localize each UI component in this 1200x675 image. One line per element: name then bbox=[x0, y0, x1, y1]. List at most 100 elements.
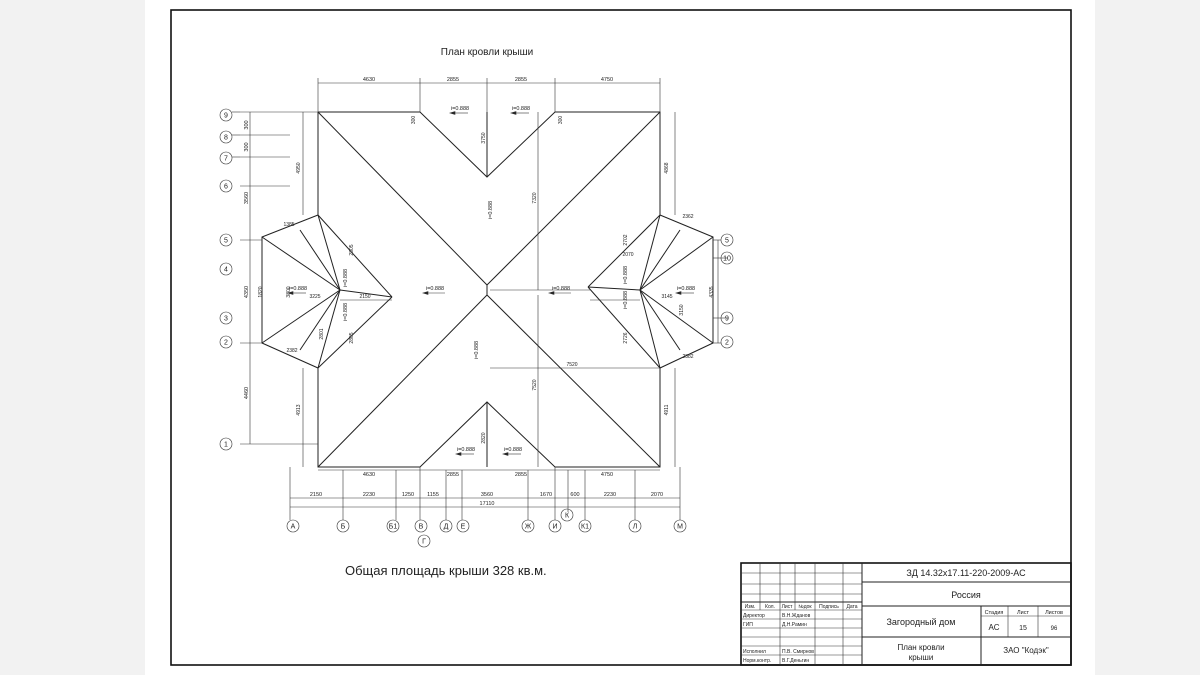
axis-label-bottom: Б bbox=[341, 524, 346, 531]
bottom-dim-upper: 4750 bbox=[601, 472, 613, 478]
axis-label-left: 1 bbox=[224, 442, 228, 449]
company-name: ЗАО "Кодэк" bbox=[1003, 646, 1049, 655]
top-dim: 4750 bbox=[601, 77, 613, 83]
axis-label-bottom: К1 bbox=[581, 524, 589, 531]
slope-label: i=0.888 bbox=[488, 201, 494, 219]
bottom-dimensions: 4630 2855 2855 4750 2150 2230 1250 1155 … bbox=[310, 472, 663, 507]
stage-value: АС bbox=[989, 623, 1000, 632]
inner-dim: 300 bbox=[558, 116, 564, 125]
axis-label-bottom: Б1 bbox=[389, 524, 398, 531]
slope-labels: i=0.888 i=0.888 i=0.888 i=0.888 i=0.888 … bbox=[289, 106, 695, 453]
inner-dim: 2150 bbox=[359, 294, 370, 300]
bottom-dim-upper: 4630 bbox=[363, 472, 375, 478]
role-label: Норм.контр. bbox=[743, 658, 771, 664]
slope-label: i=0.888 bbox=[474, 341, 480, 359]
inner-dim: 4913 bbox=[296, 404, 302, 415]
left-dim: 300 bbox=[244, 120, 250, 129]
axis-label-bottom: В bbox=[419, 524, 424, 531]
bottom-dim-lower: 2150 bbox=[310, 492, 322, 498]
header-cell: Изм. bbox=[745, 604, 756, 610]
inner-dim: 7320 bbox=[532, 192, 538, 203]
inner-dim: 4868 bbox=[664, 162, 670, 173]
inner-dim: 4911 bbox=[664, 404, 670, 415]
inner-dim: 3225 bbox=[309, 294, 320, 300]
bottom-dim-lower: 2070 bbox=[651, 492, 663, 498]
header-cell: №док bbox=[798, 604, 812, 610]
left-dimension-lines bbox=[240, 111, 318, 445]
bottom-dim-lower: 1155 bbox=[427, 492, 439, 498]
title-block bbox=[740, 562, 1072, 666]
axis-label-left: 9 bbox=[224, 113, 228, 120]
bottom-dim-upper: 2855 bbox=[515, 472, 527, 478]
role-name: Д.Н.Рамин bbox=[782, 622, 807, 628]
axis-label-left: 5 bbox=[224, 238, 228, 245]
inner-dim: 1385 bbox=[283, 222, 294, 228]
axis-label-left: 2 bbox=[224, 340, 228, 347]
slope-arrows bbox=[286, 111, 694, 456]
slope-label: i=0.888 bbox=[457, 447, 475, 453]
inner-dim: 7520 bbox=[566, 362, 577, 368]
drawing-frame bbox=[170, 9, 1072, 666]
inner-dim: 4335 bbox=[709, 286, 715, 297]
inner-dim: 2820 bbox=[481, 432, 487, 443]
left-axis-labels: 9 8 7 6 5 4 3 2 1 bbox=[224, 113, 228, 449]
role-name: В.Н.Жданов bbox=[782, 613, 811, 619]
axis-label-right: 5 bbox=[725, 238, 729, 245]
sheet-label: Лист bbox=[1017, 610, 1029, 616]
inner-dim: 7520 bbox=[532, 379, 538, 390]
slope-label: i=0.888 bbox=[289, 286, 307, 292]
axis-label-bottom: Г bbox=[422, 539, 426, 546]
sheet-name-2: крыши bbox=[909, 653, 934, 662]
inner-dim: 3150 bbox=[679, 304, 685, 315]
role-name: П.В. Смирнов bbox=[782, 649, 814, 655]
axis-label-right: 10 bbox=[723, 256, 731, 263]
inner-dim: 2805 bbox=[349, 244, 355, 255]
bottom-dim-lower: 3560 bbox=[481, 492, 493, 498]
bottom-axes bbox=[286, 508, 687, 548]
top-dimension-line bbox=[317, 78, 661, 112]
inner-dim: 2070 bbox=[622, 252, 633, 258]
axis-label-bottom: А bbox=[291, 524, 296, 531]
header-cell: Дата bbox=[846, 604, 857, 610]
inner-dim: 2801 bbox=[319, 328, 325, 339]
inner-dim: 4950 bbox=[296, 162, 302, 173]
sheets-label: Листов bbox=[1045, 610, 1063, 616]
bottom-dim-lower: 2230 bbox=[604, 492, 616, 498]
country: Россия bbox=[951, 590, 981, 600]
header-cell: Кол. bbox=[765, 604, 775, 610]
sheet-value: 15 bbox=[1019, 625, 1027, 632]
stage-label: Стадия bbox=[985, 610, 1004, 616]
axis-label-bottom: И bbox=[552, 524, 557, 531]
top-dim: 2855 bbox=[447, 77, 459, 83]
role-name: В.Г.Деньгин bbox=[782, 658, 809, 664]
left-dim: 300 bbox=[244, 142, 250, 151]
role-label: Исполнил bbox=[743, 649, 766, 655]
doc-code: ЗД 14.32х17.11-220-2009-АС bbox=[906, 568, 1026, 578]
axis-label-left: 7 bbox=[224, 156, 228, 163]
left-dimensions: 300 300 3560 4350 4460 bbox=[244, 120, 250, 399]
axis-label-bottom: Ж bbox=[525, 524, 532, 531]
slope-label: i=0.888 bbox=[552, 286, 570, 292]
axis-label-bottom: Л bbox=[633, 524, 638, 531]
bottom-dim-lower: 1250 bbox=[402, 492, 414, 498]
slope-label: i=0.888 bbox=[343, 269, 349, 287]
inner-dim: 2382 bbox=[286, 348, 297, 354]
left-dim: 4460 bbox=[244, 387, 250, 399]
top-dim: 2855 bbox=[515, 77, 527, 83]
axis-label-bottom: Д bbox=[444, 524, 449, 531]
axis-label-left: 3 bbox=[224, 316, 228, 323]
title-block-text: ЗД 14.32х17.11-220-2009-АС Россия Загоро… bbox=[743, 568, 1063, 664]
axis-label-left: 8 bbox=[224, 135, 228, 142]
bottom-dim-lower: 600 bbox=[570, 492, 579, 498]
bottom-dim-upper: 2855 bbox=[447, 472, 459, 478]
slope-label: i=0.888 bbox=[623, 291, 629, 309]
internal-dimensions: 4950 4868 4913 4911 7320 7520 7520 3750 … bbox=[258, 116, 715, 444]
role-label: Директор bbox=[743, 613, 765, 619]
bottom-dim-lower: 1670 bbox=[540, 492, 552, 498]
sheet-name-1: План кровли bbox=[897, 643, 944, 652]
inner-dim: 3750 bbox=[481, 132, 487, 143]
left-dim: 3560 bbox=[244, 192, 250, 204]
slope-label: i=0.888 bbox=[451, 106, 469, 112]
header-cell: Подпись bbox=[819, 604, 839, 610]
plan-title: План кровли крыши bbox=[441, 47, 533, 58]
